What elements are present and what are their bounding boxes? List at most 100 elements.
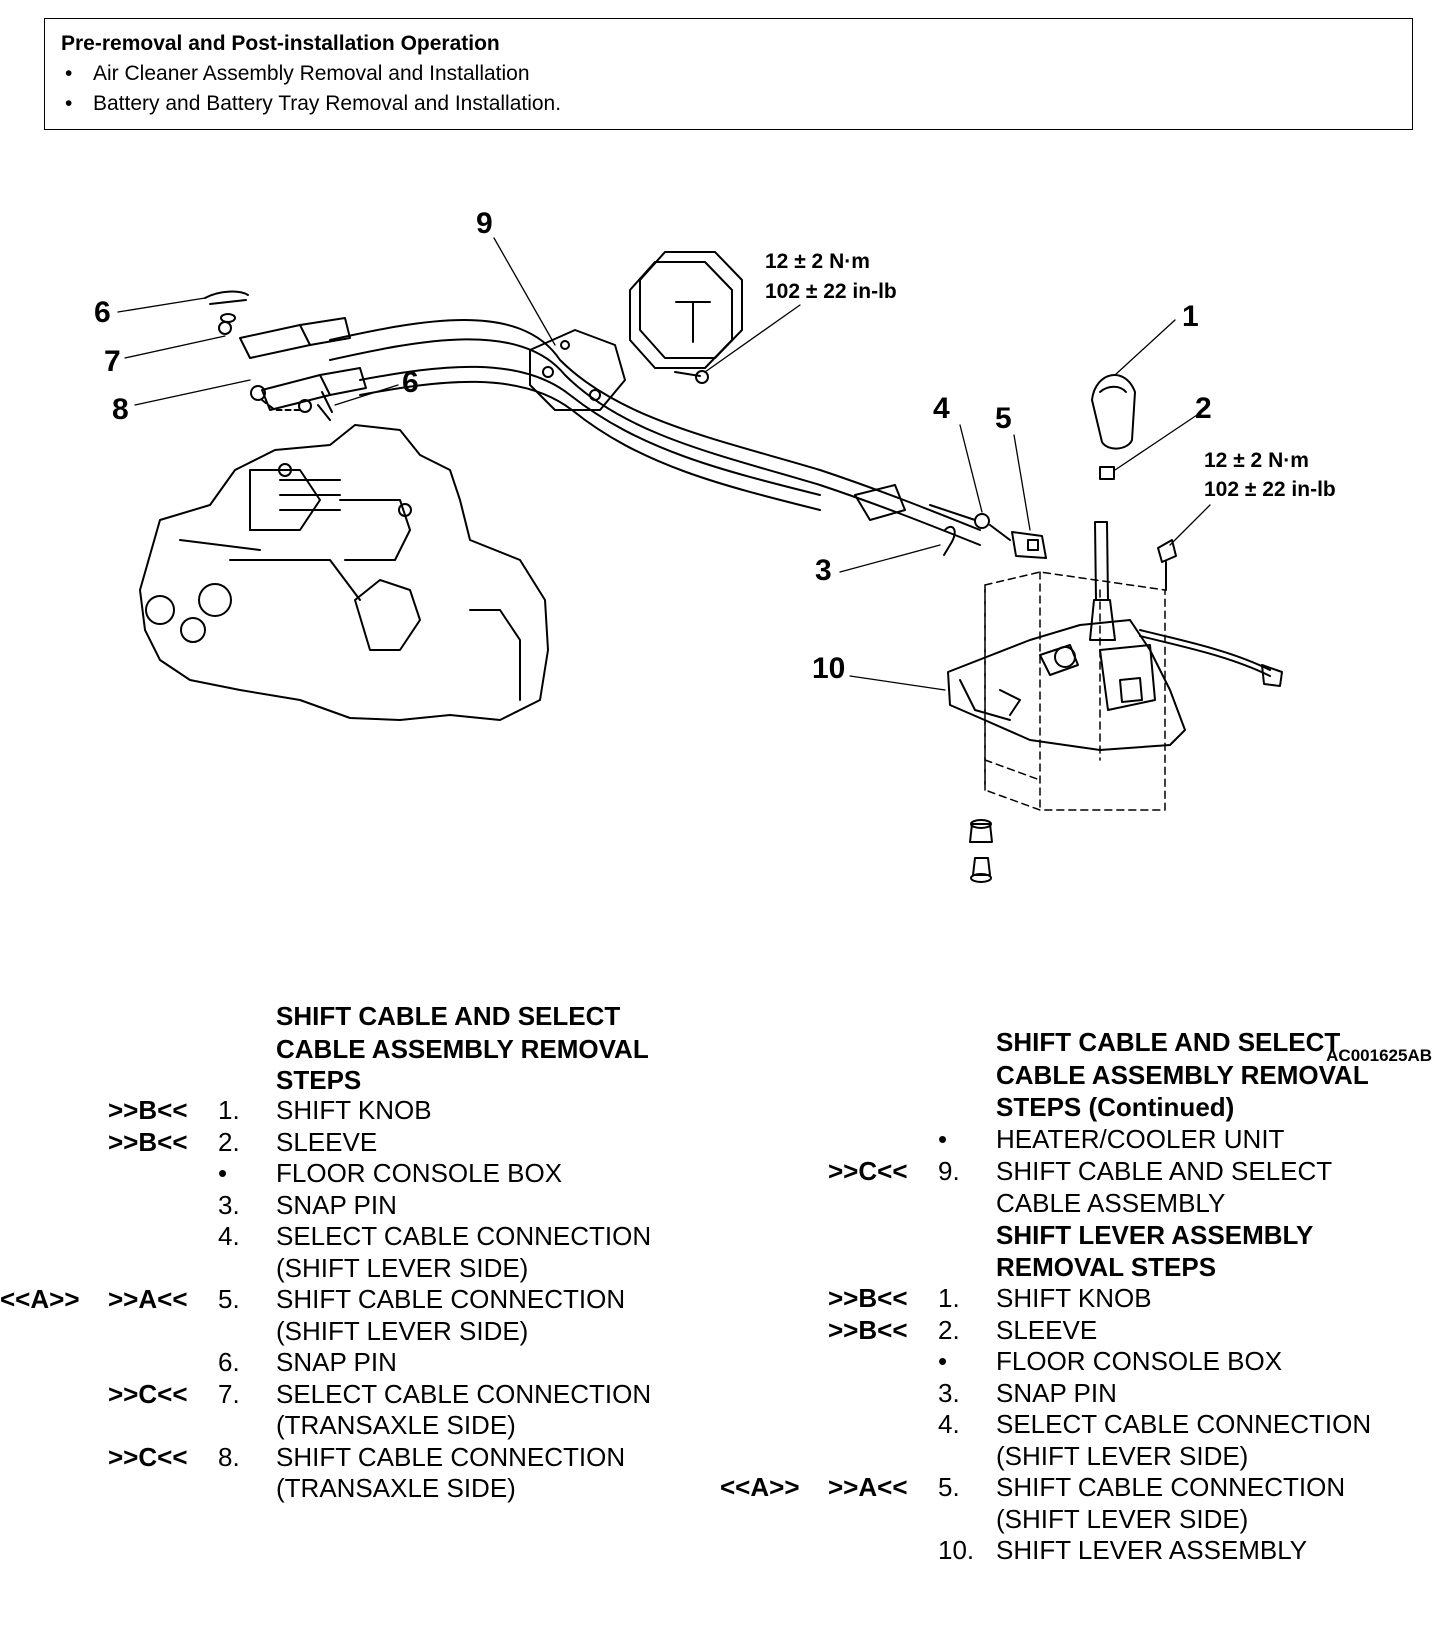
shift-lever-bolt <box>1157 539 1177 591</box>
right-heading2-line: SHIFT LEVER ASSEMBLY <box>996 1220 1314 1250</box>
pre-removal-item: Battery and Battery Tray Removal and Ins… <box>61 89 1396 119</box>
cable-end-4 <box>974 513 990 529</box>
callout-2: 2 <box>1195 392 1212 425</box>
step-text: SHIFT CABLE CONNECTION <box>996 1472 1346 1502</box>
callout-3: 3 <box>815 554 832 587</box>
ref-code-b: >>B<< <box>108 1095 188 1125</box>
step-text: SELECT CABLE CONNECTION <box>996 1409 1372 1439</box>
ref-code-b: >>A<< <box>828 1472 908 1502</box>
callout-6-upper: 6 <box>94 296 111 329</box>
exploded-diagram: 9 6 7 8 6 1 2 4 5 3 10 12 ± 2 N·m 102 ± … <box>94 207 1336 883</box>
torque-spec-1-nm: 12 ± 2 N·m <box>765 250 870 273</box>
step-number: 1. <box>938 1283 960 1313</box>
step-text: SHIFT KNOB <box>996 1283 1152 1313</box>
step-number: 4. <box>938 1409 960 1439</box>
step-text: (TRANSAXLE SIDE) <box>276 1473 516 1503</box>
right-heading2-line: REMOVAL STEPS <box>996 1252 1217 1282</box>
step-row: >>B<< 1. SHIFT KNOB <box>0 1095 700 1127</box>
step-number: 4. <box>218 1221 240 1251</box>
torque-socket-icon <box>629 251 743 369</box>
ref-code-a: <<A>> <box>0 1284 80 1314</box>
step-text: (TRANSAXLE SIDE) <box>276 1410 516 1440</box>
ref-code-b: >>A<< <box>108 1284 188 1314</box>
step-text: SHIFT LEVER ASSEMBLY <box>996 1535 1308 1565</box>
step-text: CABLE ASSEMBLY <box>996 1188 1226 1218</box>
transaxle-housing <box>139 424 549 721</box>
ref-code-b: >>B<< <box>828 1283 908 1313</box>
sleeve-icon <box>1099 466 1115 480</box>
ref-code-b: >>B<< <box>108 1126 188 1157</box>
callout-5: 5 <box>995 402 1012 435</box>
ref-code-b: >>C<< <box>828 1156 908 1186</box>
step-text: SELECT CABLE CONNECTION <box>276 1378 652 1409</box>
pre-removal-item: Air Cleaner Assembly Removal and Install… <box>61 59 1396 89</box>
step-row: (SHIFT LEVER SIDE) <box>720 1504 1456 1536</box>
step-number: 2. <box>218 1126 240 1157</box>
step-text: HEATER/COOLER UNIT <box>996 1124 1285 1154</box>
torque-spec-2-inlb: 102 ± 22 in-lb <box>1204 478 1336 501</box>
step-row: 6.SNAP PIN <box>0 1347 700 1379</box>
step-row: 3. SNAP PIN <box>0 1190 700 1222</box>
left-heading-line: SHIFT CABLE AND SELECT <box>276 1001 621 1031</box>
step-text: FLOOR CONSOLE BOX <box>996 1346 1283 1376</box>
step-number: 2. <box>938 1314 960 1345</box>
left-heading-line: STEPS <box>276 1065 362 1095</box>
step-text: SHIFT CABLE AND SELECT <box>996 1156 1333 1186</box>
figure-code: AC001625AB <box>1326 1046 1432 1065</box>
step-number: 3. <box>938 1377 960 1408</box>
leader-lines <box>117 237 1211 691</box>
step-number: 1. <box>218 1095 240 1125</box>
step-row: 4. SELECT CABLE CONNECTION <box>720 1409 1456 1441</box>
ref-code-a: <<A>> <box>720 1472 800 1502</box>
step-text: (SHIFT LEVER SIDE) <box>996 1503 1249 1534</box>
right-steps-list: SHIFT CABLE AND SELECT CABLE ASSEMBLY RE… <box>720 1026 1456 1567</box>
step-text: SELECT CABLE CONNECTION <box>276 1221 652 1251</box>
pre-removal-list: Air Cleaner Assembly Removal and Install… <box>61 59 1396 119</box>
step-number: 8. <box>218 1441 240 1472</box>
step-row: >>C<< 8. SHIFT CABLE CONNECTION <box>0 1442 700 1474</box>
step-number: 9. <box>938 1156 960 1186</box>
shift-knob-icon <box>1091 374 1136 450</box>
snap-pin-3 <box>943 525 956 556</box>
dashed-outline <box>984 571 1166 811</box>
step-text: SHIFT KNOB <box>276 1095 432 1125</box>
step-number: 5. <box>218 1284 240 1314</box>
step-row: (SHIFT LEVER SIDE) <box>0 1316 700 1348</box>
snap-pin-lower <box>317 391 333 421</box>
step-row: >>B<< 1. SHIFT KNOB <box>720 1283 1456 1315</box>
step-number: • <box>938 1124 948 1154</box>
step-number: 3. <box>218 1189 240 1220</box>
step-row: 3.SNAP PIN <box>720 1378 1456 1410</box>
left-heading-line: CABLE ASSEMBLY REMOVAL <box>276 1034 649 1064</box>
step-row: <<A>>>>A<<5.SHIFT CABLE CONNECTION <box>0 1284 700 1316</box>
washer <box>220 313 236 323</box>
washer-lower <box>298 399 312 413</box>
step-row: >>B<<2.SLEEVE <box>720 1315 1456 1347</box>
step-row: 4. SELECT CABLE CONNECTION <box>0 1221 700 1253</box>
step-text: SLEEVE <box>996 1314 1098 1345</box>
ref-code-b: >>C<< <box>108 1441 188 1472</box>
step-text: SNAP PIN <box>276 1189 397 1220</box>
right-heading-line: STEPS (Continued) <box>996 1092 1235 1122</box>
callout-6-lower: 6 <box>402 366 419 399</box>
step-text: SHIFT CABLE CONNECTION <box>276 1441 626 1472</box>
step-row: >>B<<2.SLEEVE <box>0 1127 700 1159</box>
right-heading-line: SHIFT CABLE AND SELECT <box>996 1027 1341 1057</box>
cable-connector-5 <box>1011 531 1047 559</box>
step-row: >>C<< 7. SELECT CABLE CONNECTION <box>0 1379 700 1411</box>
ref-code-b: >>C<< <box>108 1378 188 1409</box>
snap-pin-upper <box>204 290 249 305</box>
pre-removal-title: Pre-removal and Post-installation Operat… <box>61 32 500 55</box>
torque-spec-1-inlb: 102 ± 22 in-lb <box>765 280 897 303</box>
right-heading-line: CABLE ASSEMBLY REMOVAL <box>996 1060 1369 1090</box>
step-number: 7. <box>218 1378 240 1409</box>
step-number: • <box>938 1346 948 1376</box>
step-row: • FLOOR CONSOLE BOX <box>720 1346 1456 1378</box>
callout-10: 10 <box>812 652 845 685</box>
dashed-guide <box>261 399 301 411</box>
cable-grommet <box>529 329 626 411</box>
step-row: (SHIFT LEVER SIDE) <box>720 1441 1456 1473</box>
shift-lever-assembly <box>947 521 1283 751</box>
step-row: • HEATER/COOLER UNIT <box>720 1123 1456 1155</box>
step-row: (SHIFT LEVER SIDE) <box>0 1253 700 1285</box>
